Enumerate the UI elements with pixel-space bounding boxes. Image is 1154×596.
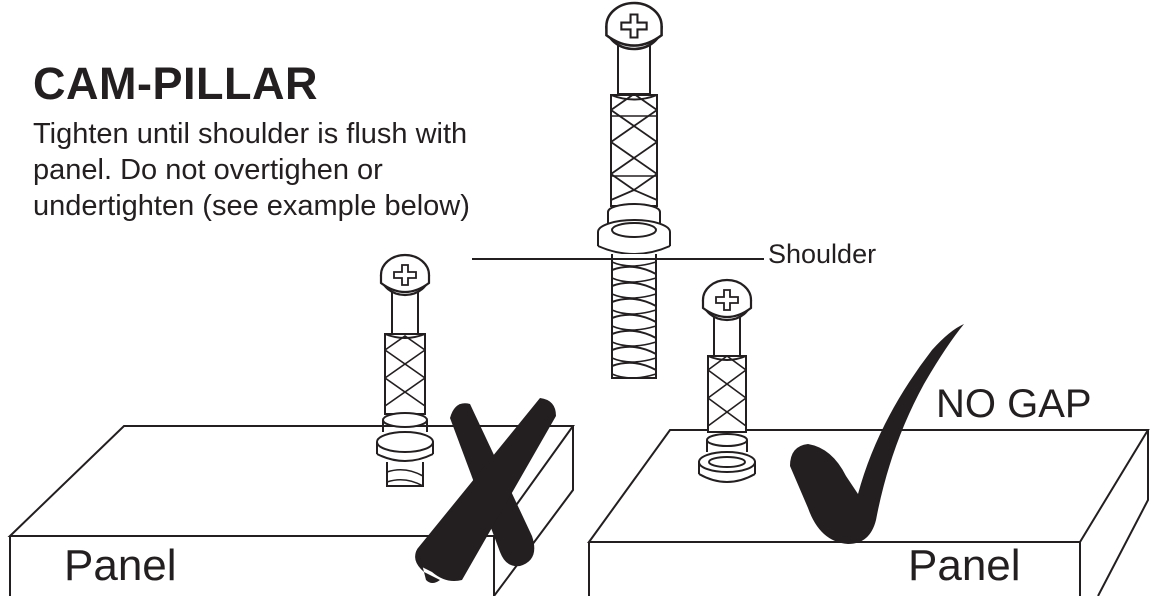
check-mark-icon	[790, 324, 964, 544]
cross-mark-icon	[415, 398, 556, 583]
shoulder-label: Shoulder	[768, 239, 877, 269]
center-pillar	[597, 1, 671, 379]
no-gap-label: NO GAP	[936, 382, 1092, 426]
page-title: CAM-PILLAR	[33, 58, 318, 109]
instruction-text: Tighten until shoulder is flush with pan…	[33, 118, 470, 222]
left-pillar	[376, 253, 434, 487]
panel-left-label: Panel	[64, 541, 177, 590]
panel-right-label: Panel	[908, 541, 1021, 590]
right-pillar	[698, 278, 756, 483]
